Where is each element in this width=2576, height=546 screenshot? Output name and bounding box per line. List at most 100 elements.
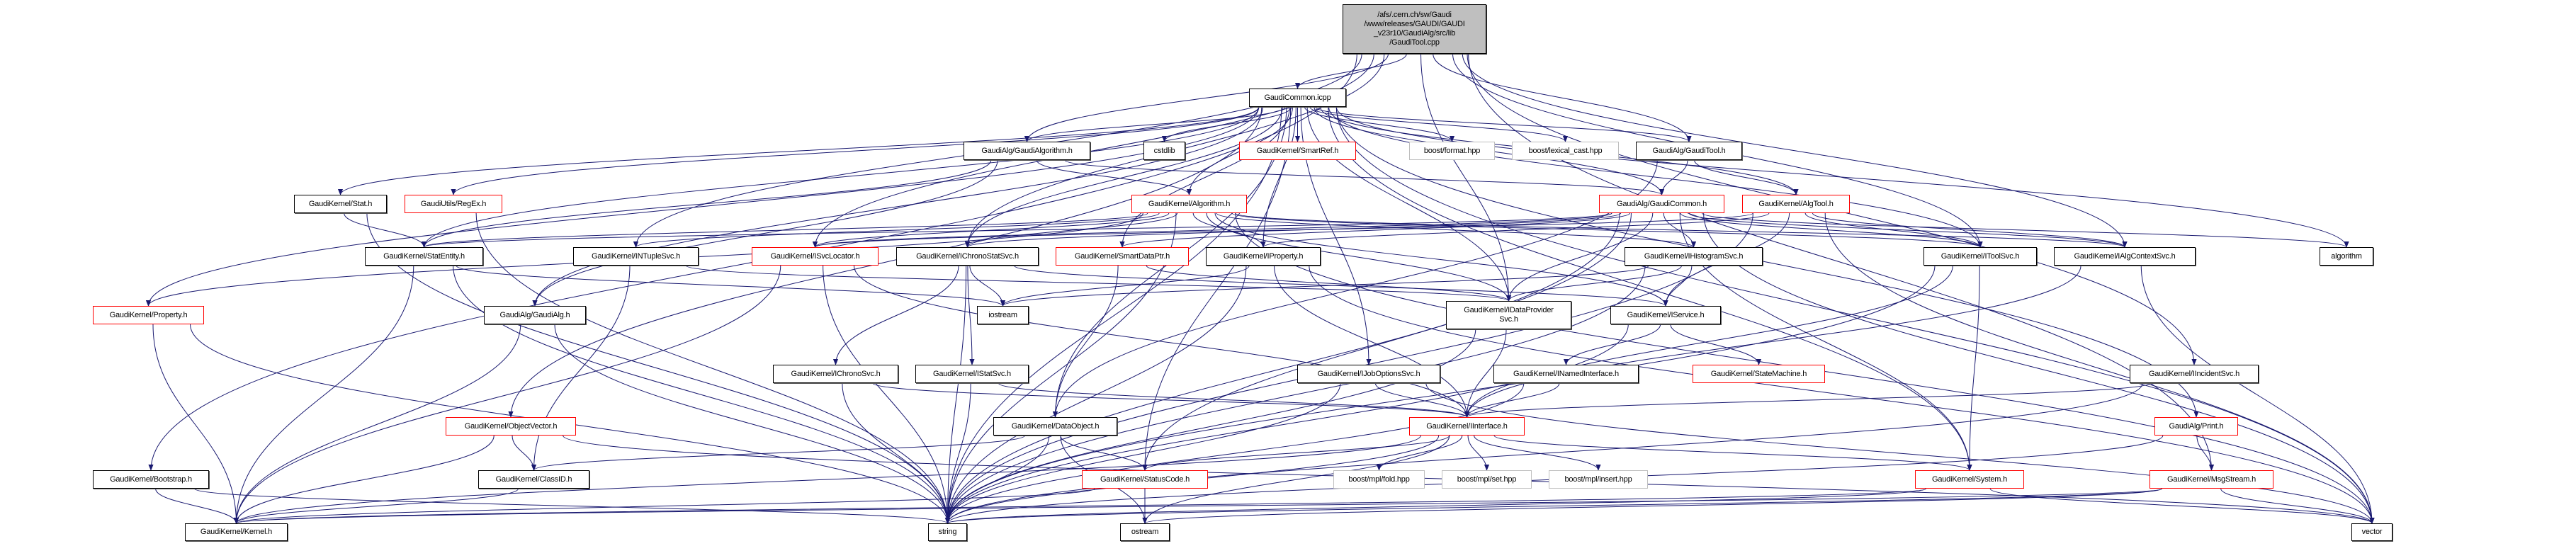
edge-smartdataptr-to-dataobject [1052,265,1119,418]
node-algorithm-h[interactable]: GaudiKernel/Algorithm.h [1131,195,1247,213]
edge-chronostatsvc-to-string [944,265,967,524]
edge-svclocator-to-iinterface [853,265,1470,418]
node-stat[interactable]: GaudiKernel/Stat.h [294,195,387,213]
edge-incidentsvc-to-string [945,382,2143,524]
edge-msgstream-to-kernel [234,488,2162,524]
node-dataprovider[interactable]: GaudiKernel/IDataProvider Svc.h [1446,301,1571,329]
node-bformat[interactable]: boost/format.hpp [1409,142,1495,160]
node-histogramsvc[interactable]: GaudiKernel/IHistogramSvc.h [1625,247,1763,266]
node-smartref[interactable]: GaudiKernel/SmartRef.h [1239,142,1356,160]
edge-icpp-to-toolsvc [1328,106,1983,248]
node-dataobject[interactable]: GaudiKernel/DataObject.h [993,417,1117,436]
edge-icpp-to-statuscode [1142,106,1292,471]
node-ntuplesvc[interactable]: GaudiKernel/INTupleSvc.h [573,247,699,266]
node-iostream[interactable]: iostream [977,306,1029,324]
node-bset[interactable]: boost/mpl/set.hpp [1442,470,1532,489]
node-iproperty[interactable]: GaudiKernel/IProperty.h [1206,247,1321,266]
node-chronostatsvc[interactable]: GaudiKernel/IChronoStatSvc.h [896,247,1039,266]
node-smartdataptr[interactable]: GaudiKernel/SmartDataPtr.h [1056,247,1189,266]
edge-iservice-to-statemachine [1670,324,1762,365]
node-statuscode[interactable]: GaudiKernel/StatusCode.h [1082,470,1208,489]
edge-gaudicommon-to-statentity [422,212,1612,248]
node-namedinterface[interactable]: GaudiKernel/INamedInterface.h [1493,365,1639,383]
edge-dataprovider-to-string [944,329,1476,524]
node-kernel[interactable]: GaudiKernel/Kernel.h [185,523,288,541]
edge-statentity-to-iostream [456,265,1005,307]
edge-icpp-to-objectvector [508,106,1262,418]
node-algcontextsvc[interactable]: GaudiKernel/IAlgContextSvc.h [2054,247,2196,266]
node-regex[interactable]: GaudiUtils/RegEx.h [405,195,502,213]
edge-ntuplesvc-to-dataprovider [685,265,1511,302]
node-algorithm[interactable]: algorithm [2320,247,2373,266]
node-chronosvc[interactable]: GaudiKernel/IChronoSvc.h [773,365,898,383]
node-gaudialg[interactable]: GaudiAlg/GaudiAlg.h [484,306,586,324]
node-msgstream[interactable]: GaudiKernel/MsgStream.h [2150,470,2273,489]
edge-icpp-to-smartdataptr [1119,106,1290,248]
node-iinterface[interactable]: GaudiKernel/IInterface.h [1409,417,1525,436]
edge-dataobject-to-classid [531,435,1026,471]
edge-icpp-to-property [146,106,1260,307]
node-bfold[interactable]: boost/mpl/fold.hpp [1333,470,1425,489]
node-gauditool[interactable]: GaudiAlg/GaudiTool.h [1636,142,1742,160]
edge-algorithm_h-to-svclocator [813,212,1170,248]
edge-gaudialgorithm-to-gaudicommon [1064,159,1664,195]
edge-bootstrap-to-kernel [155,488,239,524]
edge-classid-to-kernel [234,488,519,524]
edge-algorithm_h-to-string [944,212,1177,524]
node-statsvc[interactable]: GaudiKernel/IStatSvc.h [915,365,1029,383]
node-blexical[interactable]: boost/lexical_cast.hpp [1512,142,1619,160]
node-objectvector[interactable]: GaudiKernel/ObjectVector.h [446,417,576,436]
node-iservice[interactable]: GaudiKernel/IService.h [1610,306,1721,324]
edge-main-to-dataprovider [1420,53,1512,302]
edge-gaudicommon-to-histogramsvc [1663,212,1697,248]
edge-smartdataptr-to-dataprovider [1146,265,1511,302]
node-icpp[interactable]: GaudiCommon.icpp [1249,89,1346,107]
edge-gaudicommon-to-vector [1703,212,2375,524]
edge-print-to-msgstream [2196,435,2215,471]
edge-icpp-to-bformat [1304,106,1455,142]
edge-regex-to-string [475,212,951,524]
node-algtool[interactable]: GaudiKernel/AlgTool.h [1742,195,1850,213]
node-toolsvc[interactable]: GaudiKernel/IToolSvc.h [1923,247,2037,266]
edge-chronostatsvc-to-statsvc [967,265,975,365]
edge-system-to-kernel [234,488,1926,524]
node-vector[interactable]: vector [2351,523,2393,541]
node-print[interactable]: GaudiAlg/Print.h [2154,417,2238,436]
edge-icpp-to-blexical [1309,106,1568,142]
node-joboptions[interactable]: GaudiKernel/IJobOptionsSvc.h [1297,365,1440,383]
edge-gaudicommon-to-statuscode [1142,212,1632,471]
edge-dataobject-to-string [944,435,1050,524]
edge-algtool-to-toolsvc [1804,212,1983,248]
node-bootstrap[interactable]: GaudiKernel/Bootstrap.h [93,470,209,489]
edge-icpp-to-stat [338,106,1260,195]
node-statemachine[interactable]: GaudiKernel/StateMachine.h [1693,365,1825,383]
node-string[interactable]: string [928,523,967,541]
node-ostream[interactable]: ostream [1120,523,1170,541]
node-main[interactable]: /afs/.cern.ch/sw/Gaudi /www/releases/GAU… [1343,4,1486,54]
edge-histogramsvc-to-iservice [1663,265,1693,307]
node-property[interactable]: GaudiKernel/Property.h [93,306,204,324]
edge-namedinterface-to-iinterface [1464,382,1560,418]
node-cstdlib[interactable]: cstdlib [1143,142,1185,160]
node-gaudialgorithm[interactable]: GaudiAlg/GaudiAlgorithm.h [964,142,1090,160]
edges-layer [146,53,2375,524]
node-binsert[interactable]: boost/mpl/insert.hpp [1549,470,1648,489]
edge-chronostatsvc-to-iostream [969,265,1006,307]
node-classid[interactable]: GaudiKernel/ClassID.h [478,470,589,489]
edge-gaudialg-to-string [554,324,951,524]
node-statentity[interactable]: GaudiKernel/StatEntity.h [365,247,483,266]
edge-icpp-to-chronostatsvc [964,106,1283,248]
node-gaudicommon[interactable]: GaudiAlg/GaudiCommon.h [1599,195,1724,213]
edge-algorithm_h-to-ntuplesvc [633,212,1160,248]
node-incidentsvc[interactable]: GaudiKernel/IIncidentSvc.h [2130,365,2259,383]
edge-msgstream-to-ostream [1142,488,2162,524]
node-svclocator[interactable]: GaudiKernel/ISvcLocator.h [752,247,879,266]
edge-gauditool-to-gaudicommon [1659,159,1688,195]
edge-iinterface-to-system [1493,435,1972,471]
edge-algorithm_h-to-toolsvc [1231,212,1983,248]
edge-iproperty-to-vector [1309,265,2375,524]
edge-algorithm_h-to-dataprovider [1206,212,1512,302]
node-system[interactable]: GaudiKernel/System.h [1915,470,2024,489]
edge-algtool-to-iproperty [1260,212,1770,248]
edge-chronostatsvc-to-iservice [1014,265,1668,307]
